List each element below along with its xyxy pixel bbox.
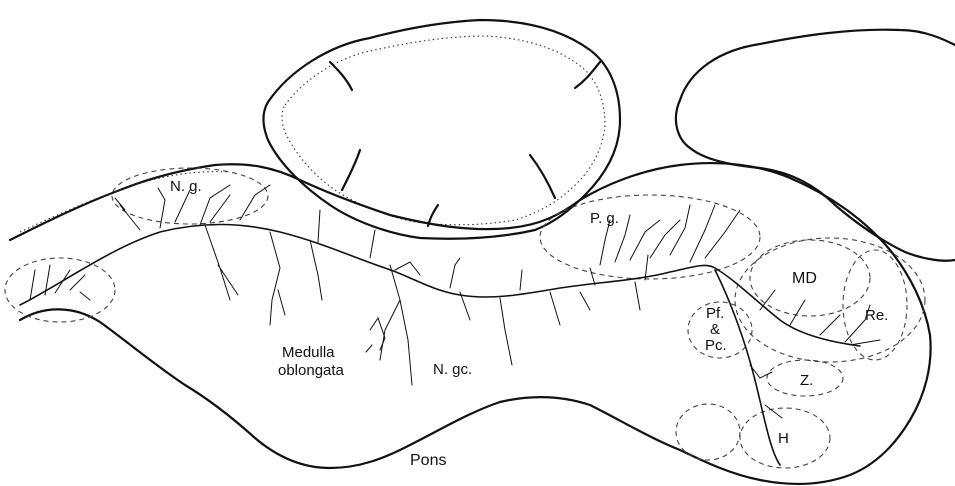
- cerebral-hemisphere: [676, 30, 955, 261]
- labels: N. g. P. g. MD Re. Pf. & Pc. Z. H Medull…: [170, 178, 888, 469]
- nucleus-thalamus-outer: [735, 238, 925, 362]
- nucleus-ng: [112, 168, 268, 224]
- label-pf-amp: &: [710, 321, 720, 338]
- label-h: H: [778, 430, 789, 447]
- brainstem-outline: [10, 163, 931, 484]
- label-medulla: Medulla: [282, 344, 335, 361]
- label-md: MD: [792, 270, 817, 287]
- nucleus-pg: [540, 195, 760, 279]
- label-oblongata: oblongata: [278, 362, 345, 379]
- label-ng: N. g.: [170, 178, 202, 195]
- label-pg: P. g.: [590, 210, 619, 227]
- label-pf: Pf.: [706, 305, 724, 322]
- label-pc: Pc.: [705, 337, 727, 354]
- cerebellum: [264, 20, 621, 239]
- nuclei: [5, 168, 925, 468]
- label-re: Re.: [865, 307, 888, 324]
- nucleus-re: [843, 250, 907, 360]
- label-pons: Pons: [410, 452, 446, 469]
- label-z: Z.: [800, 372, 813, 389]
- label-ngc: N. gc.: [433, 361, 472, 378]
- nucleus-caudal: [5, 258, 115, 322]
